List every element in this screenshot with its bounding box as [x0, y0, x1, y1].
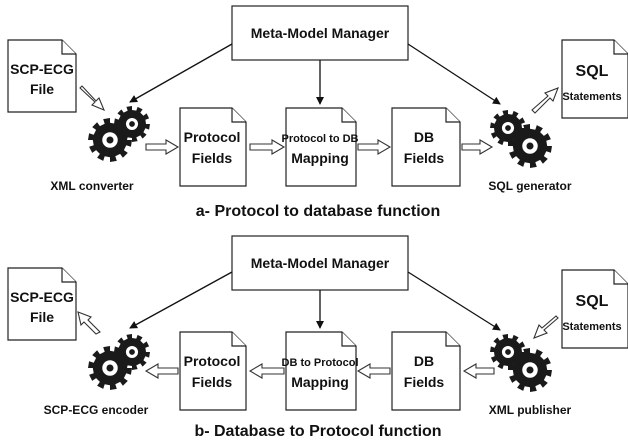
- mapping-to-db-arrow: [357, 139, 392, 155]
- encoder-to-file-arrow: [77, 311, 101, 335]
- scp-ecg-file-doc-b: SCP-ECG File: [7, 267, 77, 341]
- source-doc-line1-b: SCP-ECG: [10, 289, 74, 305]
- db-fields-doc-a: DB Fields: [391, 107, 461, 187]
- sql-generator-label: SQL generator: [488, 179, 571, 193]
- db-fields-line2-a: Fields: [404, 150, 445, 166]
- source-doc-line2-a: File: [30, 81, 54, 97]
- target-doc-line1-a: SQL: [576, 63, 609, 80]
- protocol-to-encoder-arrow: [144, 363, 179, 379]
- caption-b: b- Database to Protocol function: [194, 423, 441, 440]
- xml-converter-gear-icon: [88, 106, 150, 162]
- panel-b: Meta-Model Manager SCP-ECG File Protocol…: [7, 235, 628, 440]
- sql-statements-doc-a: SQL Statements: [561, 39, 628, 119]
- converter-to-protocol-arrow: [145, 139, 180, 155]
- manager-label-a: Meta-Model Manager: [251, 25, 390, 41]
- generator-to-sql-arrow: [531, 87, 559, 114]
- manager-to-generator-arrow: [407, 43, 501, 105]
- protocol-fields-doc-b: Protocol Fields: [179, 331, 247, 411]
- sql-statements-doc-b: SQL Statements: [561, 269, 628, 349]
- panel-a: Meta-Model Manager SCP-ECG File Protocol…: [7, 5, 628, 220]
- mapping-to-protocol-arrow: [248, 363, 285, 379]
- target-doc-line1-b: SQL: [576, 293, 609, 310]
- xml-publisher-label: XML publisher: [489, 403, 572, 417]
- manager-to-publisher-arrow: [407, 271, 501, 331]
- protocol-to-mapping-arrow: [249, 139, 286, 155]
- meta-model-manager-box-b: Meta-Model Manager: [231, 235, 409, 291]
- scp-ecg-encoder-gear-icon: [88, 334, 150, 390]
- db-fields-doc-b: DB Fields: [391, 331, 461, 411]
- scp-ecg-encoder-label: SCP-ECG encoder: [44, 403, 149, 417]
- sql-to-publisher-arrow: [533, 315, 559, 339]
- manager-to-converter-arrow: [129, 43, 233, 103]
- publisher-to-db-arrow: [462, 363, 495, 379]
- mapping-line1-b: DB to Protocol: [282, 357, 359, 369]
- source-doc-line2-b: File: [30, 309, 54, 325]
- xml-converter-label: XML converter: [50, 179, 133, 193]
- target-doc-line2-b: Statements: [562, 321, 621, 333]
- db-to-generator-arrow: [461, 139, 494, 155]
- db-fields-line2-b: Fields: [404, 374, 445, 390]
- manager-to-encoder-arrow: [129, 271, 233, 329]
- mapping-line2-a: Mapping: [291, 150, 349, 166]
- protocol-fields-line2-a: Fields: [192, 150, 233, 166]
- db-to-mapping-arrow: [356, 363, 391, 379]
- manager-label-b: Meta-Model Manager: [251, 255, 390, 271]
- db-fields-line1-b: DB: [414, 353, 434, 369]
- file-to-converter-arrow: [79, 85, 106, 112]
- protocol-fields-doc-a: Protocol Fields: [179, 107, 247, 187]
- db-fields-line1-a: DB: [414, 129, 434, 145]
- scp-ecg-file-doc-a: SCP-ECG File: [7, 39, 77, 113]
- source-doc-line1-a: SCP-ECG: [10, 61, 74, 77]
- mapping-line2-b: Mapping: [291, 374, 349, 390]
- protocol-fields-line2-b: Fields: [192, 374, 233, 390]
- protocol-fields-line1-b: Protocol: [184, 353, 241, 369]
- sql-generator-gear-icon: [490, 110, 552, 168]
- mapping-line1-a: Protocol to DB: [282, 133, 359, 145]
- meta-model-manager-box-a: Meta-Model Manager: [231, 5, 409, 61]
- caption-a: a- Protocol to database function: [196, 203, 440, 220]
- target-doc-line2-a: Statements: [562, 91, 621, 103]
- mapping-doc-b: DB to Protocol Mapping: [282, 331, 359, 411]
- mapping-doc-a: Protocol to DB Mapping: [282, 107, 359, 187]
- protocol-fields-line1-a: Protocol: [184, 129, 241, 145]
- xml-publisher-gear-icon: [490, 334, 552, 392]
